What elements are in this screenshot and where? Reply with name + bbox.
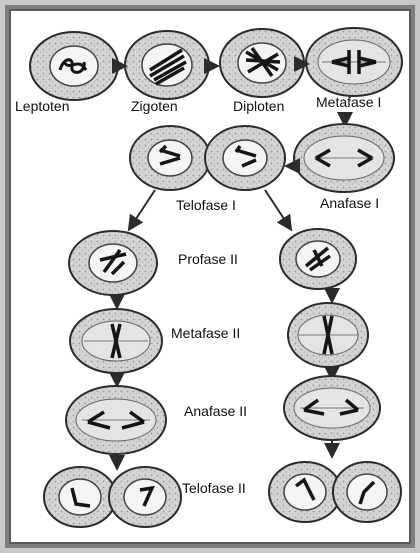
cell-metafase2-right — [288, 303, 368, 367]
cell-zigoten — [125, 31, 209, 99]
label-anafase1: Anafase I — [320, 195, 379, 211]
label-zigoten: Zigoten — [131, 98, 178, 114]
label-metafase1: Metafase I — [316, 94, 381, 110]
label-telofase1: Telofase I — [176, 197, 236, 213]
cell-metafase2-left — [70, 309, 162, 373]
cell-metafase1 — [306, 28, 402, 96]
label-metafase2: Metafase II — [171, 325, 240, 341]
cell-profase2-left — [69, 231, 157, 295]
cell-profase2-right — [280, 229, 356, 289]
label-telofase2: Telofase II — [182, 480, 246, 496]
label-diploten: Diploten — [233, 98, 284, 114]
label-profase2: Profase II — [178, 251, 238, 267]
cell-leptoten — [30, 32, 118, 100]
cell-anafase2-left — [66, 386, 166, 454]
label-anafase2: Anafase II — [184, 403, 247, 419]
cell-anafase1 — [294, 124, 394, 192]
cell-anafase2-right — [284, 376, 380, 440]
label-leptoten: Leptoten — [15, 98, 70, 114]
cell-diploten — [220, 29, 304, 97]
